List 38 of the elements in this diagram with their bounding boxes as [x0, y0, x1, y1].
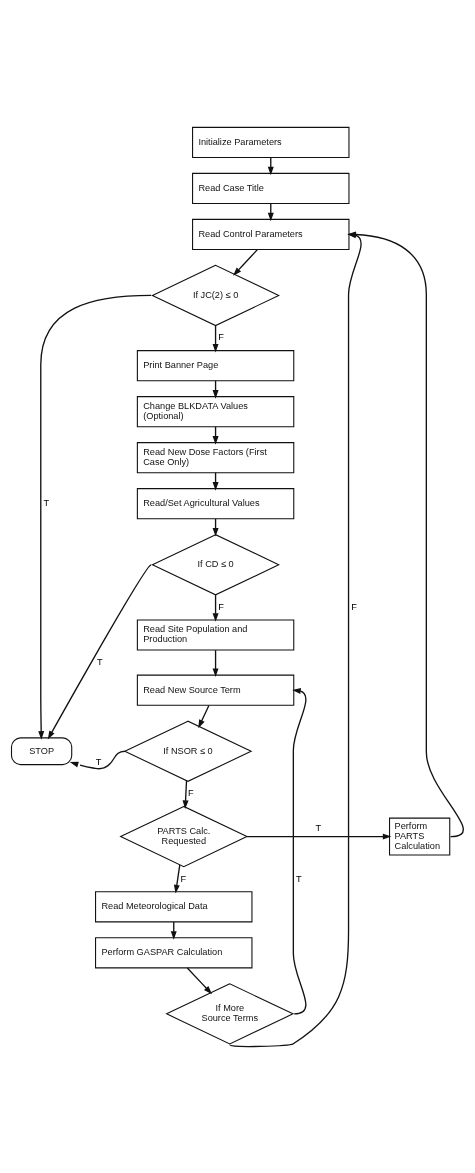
edge-label: F: [218, 601, 224, 612]
arrow: [233, 248, 259, 276]
node-box: Read Control Parameters: [192, 218, 350, 250]
arrow: [292, 687, 307, 1015]
arrow: [173, 863, 181, 893]
arrow: [212, 649, 219, 677]
node-box: Read/Set Agricultural Values: [136, 487, 295, 519]
arrow: [38, 294, 152, 740]
node-box: STOP: [10, 736, 73, 765]
node-box: Read Meteorological Data: [95, 890, 253, 922]
arrow: [212, 593, 219, 622]
node-box: Read New Source Term: [136, 674, 295, 706]
node-box: Change BLKDATA Values (Optional): [136, 395, 295, 427]
arrow: [246, 833, 392, 840]
edge-label: F: [218, 331, 224, 342]
node-diamond: PARTS Calc. Requested: [119, 805, 249, 867]
node-box: Read Case Title: [192, 172, 350, 204]
edge-label: T: [96, 656, 103, 667]
arrow: [69, 750, 126, 770]
node-box: Read New Dose Factors (First Case Only): [136, 441, 295, 473]
edge-label: F: [180, 873, 187, 884]
node-box: Print Banner Page: [136, 349, 295, 381]
arrow: [198, 704, 210, 728]
edge-label: T: [95, 756, 102, 767]
edge-label: F: [351, 601, 357, 612]
edge-label: T: [315, 822, 322, 833]
node-box: Read Site Population and Production: [136, 618, 295, 651]
arrow: [212, 324, 219, 353]
node-diamond: If CD ≤ 0: [151, 533, 280, 595]
node-box: Perform PARTS Calculation: [389, 817, 451, 855]
edge-label: T: [43, 497, 50, 508]
edge-label: T: [295, 873, 302, 884]
arrow: [47, 563, 152, 739]
node-box: Initialize Parameters: [192, 126, 350, 158]
node-box: Perform GASPAR Calculation: [95, 936, 253, 968]
arrow: [186, 966, 213, 994]
edge-label: F: [188, 787, 194, 798]
arrow: [182, 779, 189, 809]
